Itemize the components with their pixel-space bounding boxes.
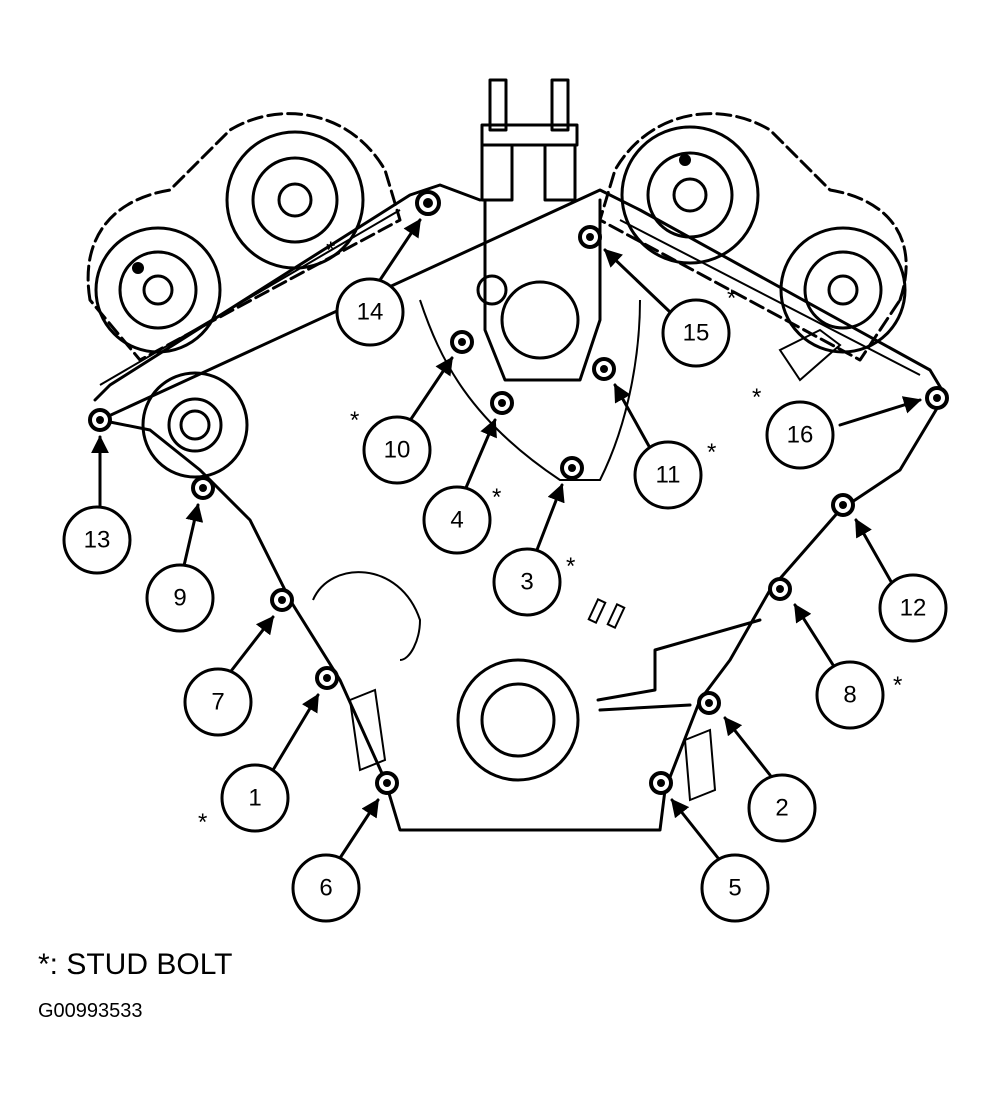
bolt-10-head — [450, 330, 474, 354]
stud-marker-3: * — [566, 553, 575, 580]
arrow-16 — [838, 396, 922, 427]
callout-14: 14 — [335, 277, 405, 347]
bolt-8-head — [768, 577, 792, 601]
stud-marker-15: * — [727, 285, 736, 312]
callout-10: 10 — [362, 415, 432, 485]
bolt-13-head — [88, 408, 112, 432]
arrow-3 — [533, 483, 565, 557]
callout-8-label: 8 — [843, 682, 856, 709]
callout-12-label: 12 — [900, 595, 927, 622]
callout-13: 13 — [62, 505, 132, 575]
arrow-8 — [793, 603, 837, 670]
arrow-15 — [603, 248, 672, 314]
callout-2-label: 2 — [775, 795, 788, 822]
callout-11-label: 11 — [656, 462, 681, 489]
bolt-5-head — [649, 771, 673, 795]
bolt-4-head — [490, 391, 514, 415]
callout-1: 1 — [220, 763, 290, 833]
callouts: 1 2 3 4 5 6 7 8 9 10 11 12 13 14 15 16 — [62, 277, 948, 923]
callout-7-label: 7 — [211, 689, 224, 716]
callout-5-label: 5 — [728, 875, 741, 902]
arrow-12 — [854, 518, 895, 587]
bolt-7-head — [270, 588, 294, 612]
callout-4-label: 4 — [450, 507, 463, 534]
callout-16: 16 — [765, 400, 835, 470]
callout-9-label: 9 — [173, 585, 186, 612]
bolt-9-head — [191, 476, 215, 500]
stud-markers: * * * * * * * * * — [198, 237, 902, 836]
bolt-6-head — [375, 771, 399, 795]
center-bracket — [476, 78, 602, 382]
callout-5: 5 — [700, 853, 770, 923]
callout-11: 11 — [633, 440, 703, 510]
arrow-10 — [403, 356, 454, 430]
arrow-7 — [226, 615, 275, 677]
stud-marker-4: * — [492, 484, 501, 511]
callout-15-label: 15 — [683, 320, 710, 347]
callout-9: 9 — [145, 563, 215, 633]
callout-8: 8 — [815, 660, 885, 730]
callout-3-label: 3 — [520, 569, 533, 596]
callout-2: 2 — [747, 773, 817, 843]
stud-marker-10: * — [350, 407, 359, 434]
bolt-2-head — [697, 691, 721, 715]
arrow-5 — [670, 798, 720, 860]
bolt-heads — [88, 190, 949, 795]
bolt-12-head — [831, 493, 855, 517]
bolt-15-head — [578, 225, 602, 249]
callout-6: 6 — [291, 853, 361, 923]
stud-bolt-legend: *: STUD BOLT — [38, 948, 233, 981]
bolt-3-head — [560, 456, 584, 480]
arrow-1 — [268, 693, 320, 777]
arrow-2 — [723, 716, 772, 777]
arrow-11 — [613, 383, 652, 450]
callout-10-label: 10 — [384, 437, 411, 464]
callout-14-label: 14 — [357, 299, 384, 326]
stud-marker-11: * — [707, 439, 716, 466]
callout-1-label: 1 — [248, 785, 261, 812]
callout-4: 4 — [422, 485, 492, 555]
bolt-16-head — [925, 386, 949, 410]
callout-3: 3 — [492, 547, 562, 617]
arrow-6 — [338, 798, 380, 860]
callout-12: 12 — [878, 573, 948, 643]
figure-code: G00993533 — [38, 1000, 143, 1022]
callout-15: 15 — [661, 298, 731, 368]
callout-6-label: 6 — [319, 875, 332, 902]
arrow-14 — [378, 218, 422, 282]
callout-13-label: 13 — [84, 527, 111, 554]
bolt-11-head — [592, 357, 616, 381]
stud-marker-16: * — [752, 384, 761, 411]
callout-7: 7 — [183, 667, 253, 737]
stud-marker-14: * — [326, 237, 335, 264]
arrow-4 — [463, 418, 497, 492]
callout-16-label: 16 — [787, 422, 814, 449]
arrow-9 — [181, 503, 204, 572]
callout-arrows — [91, 218, 922, 860]
stud-marker-8: * — [893, 672, 902, 699]
stud-marker-1: * — [198, 809, 207, 836]
right-camshaft-sprockets — [598, 112, 908, 362]
bolt-14-head — [415, 190, 441, 216]
bolt-1-head — [315, 666, 339, 690]
